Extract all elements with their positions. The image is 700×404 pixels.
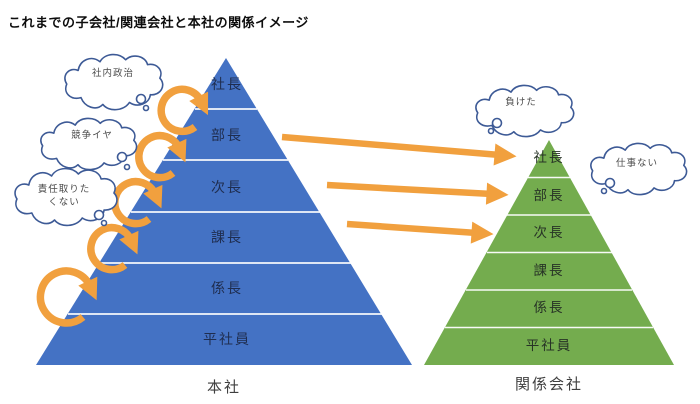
promotion-arc-4 xyxy=(135,131,187,182)
cloud-naisei-bubble-large xyxy=(135,93,147,105)
promotion-arc-2 xyxy=(87,223,139,274)
honsha-level-hirashain: 平社員 xyxy=(203,331,251,347)
kankei-level-kacho: 課長 xyxy=(533,263,565,278)
promotion-arc-5 xyxy=(157,85,209,136)
cloud-kyoso-text: 競争イヤ xyxy=(71,130,113,141)
transfer-arrows xyxy=(281,133,517,244)
honsha-level-kacho: 課長 xyxy=(211,229,243,245)
cloud-sekinin-bubble-large xyxy=(93,209,105,221)
kankei-level-jicho: 次長 xyxy=(533,225,565,240)
transfer-arrow-bottom xyxy=(346,220,494,244)
cloud-kyoso-bubble-small xyxy=(123,163,131,171)
transfer-arrow-middle xyxy=(326,181,509,205)
honsha-level-bucho: 部長 xyxy=(211,127,243,143)
kankei-caption: 関係会社 xyxy=(514,376,584,393)
kankei-level-hirashain: 平社員 xyxy=(525,338,573,353)
cloud-naisei-bubble-small xyxy=(142,104,150,112)
cloud-maketa-text: 負けた xyxy=(505,97,537,108)
cloud-naisei-shape xyxy=(64,53,164,111)
kankei-level-shacho: 社長 xyxy=(533,150,565,165)
honsha-caption: 本社 xyxy=(206,379,242,396)
transfer-arrow-top xyxy=(281,133,517,166)
thought-clouds xyxy=(14,53,688,227)
promotion-arc-1 xyxy=(36,267,98,327)
cloud-maketa-bubble-large xyxy=(491,117,503,129)
cloud-sekinin-bubble-small xyxy=(100,219,108,227)
honsha-level-jicho: 次長 xyxy=(211,179,243,195)
cloud-sekinin-line2: くない xyxy=(48,196,80,208)
cloud-shigoto-bubble-large xyxy=(604,177,616,189)
cloud-kyoso-bubble-large xyxy=(116,151,128,163)
honsha-level-shacho: 社長 xyxy=(211,76,243,92)
honsha-level-kakaricho: 係長 xyxy=(211,280,243,296)
pyramid-kankei-dividers xyxy=(445,176,653,329)
cloud-sekinin-text: 責任取りた くない xyxy=(38,184,91,209)
kankei-level-bucho: 部長 xyxy=(533,188,565,203)
cloud-naisei-text: 社内政治 xyxy=(91,68,135,79)
cloud-sekinin-line1: 責任取りた xyxy=(37,184,91,195)
cloud-shigoto-bubble-small xyxy=(600,187,608,195)
cloud-shigoto-text: 仕事ない xyxy=(615,158,659,169)
pyramid-kankei xyxy=(424,140,674,365)
slide-title: これまでの子会社/関連会社と本社の関係イメージ xyxy=(8,15,309,30)
kankei-level-kakaricho: 係長 xyxy=(533,300,565,315)
cloud-maketa-bubble-small xyxy=(487,127,495,135)
